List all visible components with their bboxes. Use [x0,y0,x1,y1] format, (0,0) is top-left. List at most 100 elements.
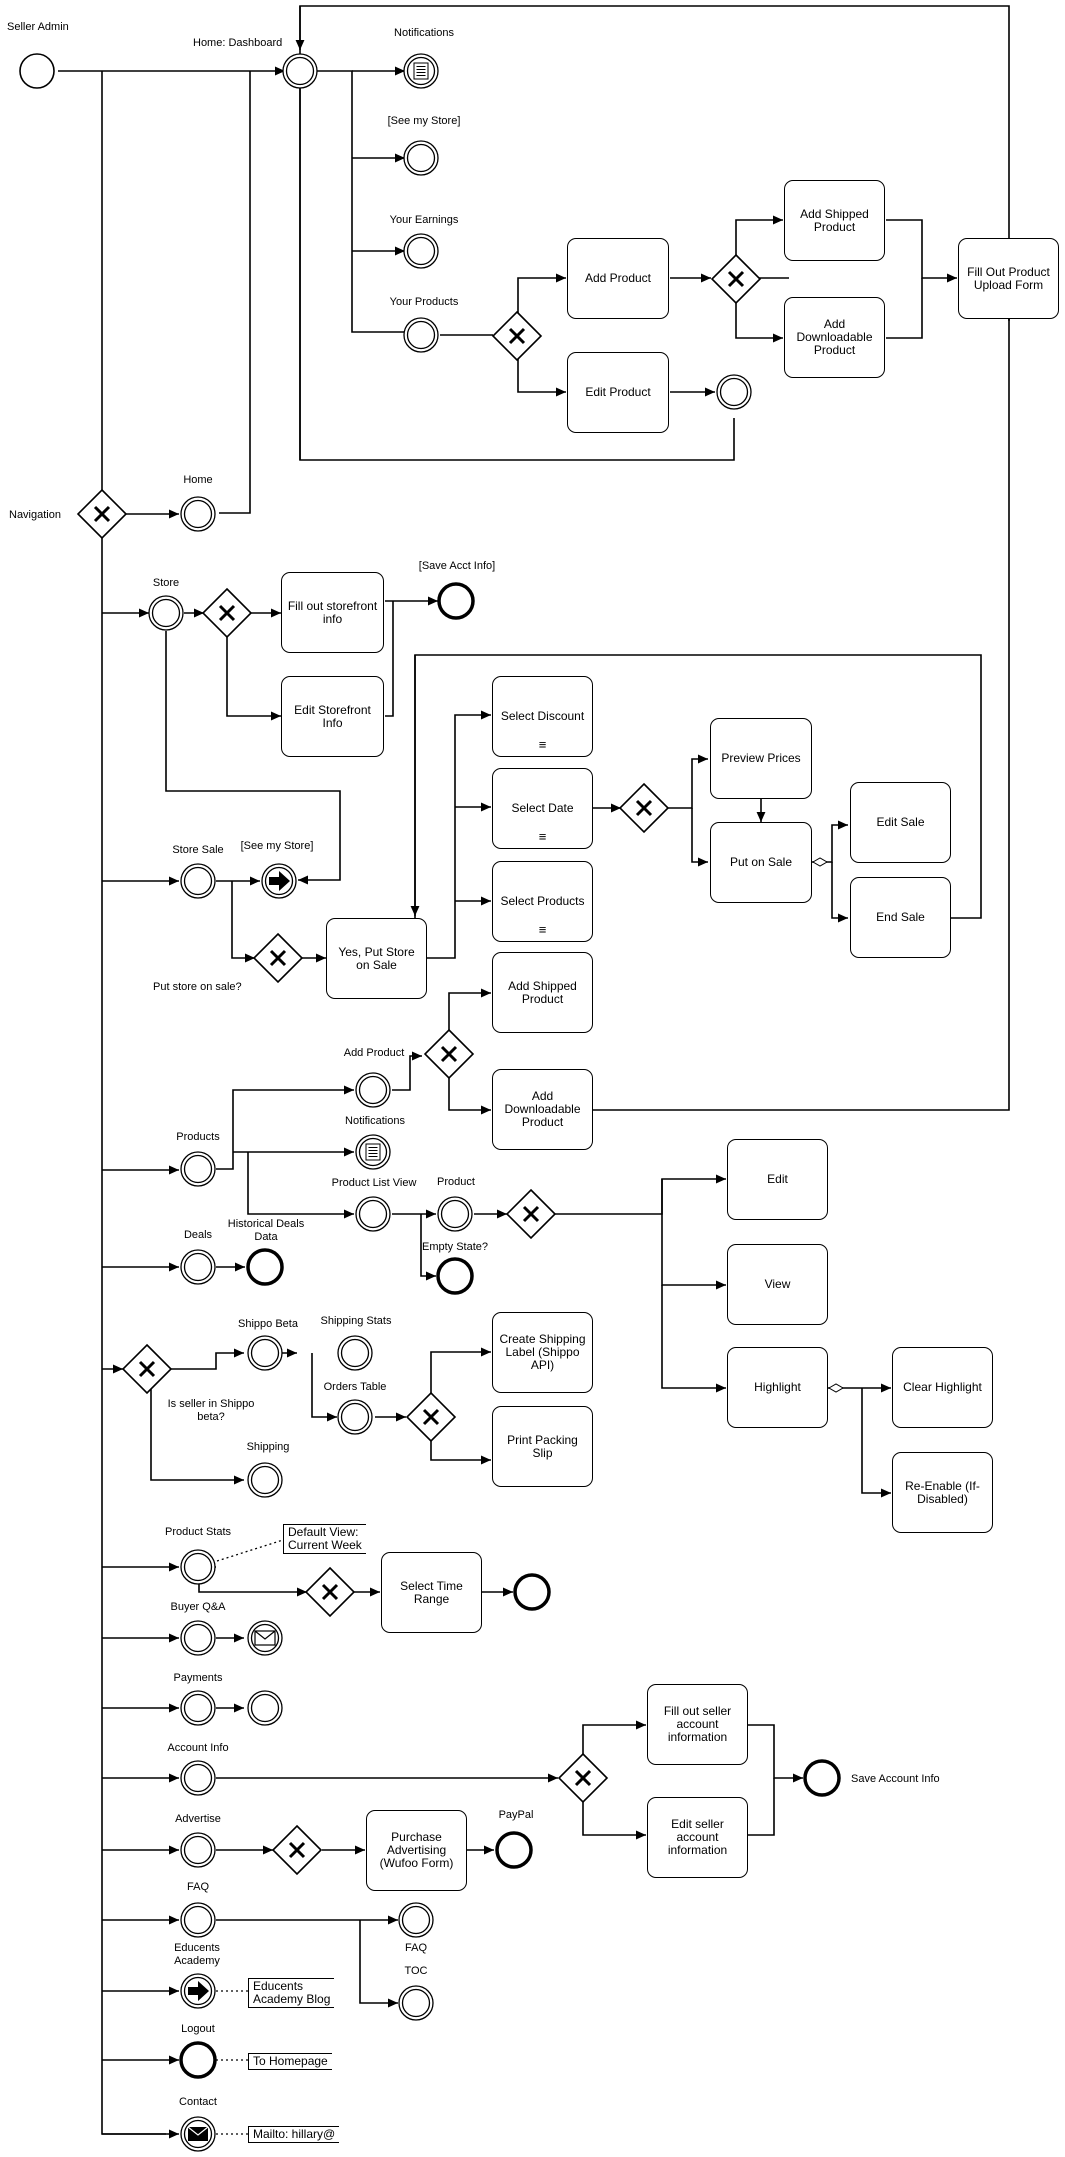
see-my-store-mid-label: [See my Store] [240,840,314,852]
select-products-task[interactable]: Select Products≡ [492,861,593,942]
add-product-event-label: Add Product [343,1047,405,1059]
shipping-label: Shipping [246,1441,290,1453]
contact-label: Contact [179,2096,217,2108]
shipping-event [247,1462,283,1498]
print-packing-slip-task[interactable]: Print Packing Slip [492,1406,593,1487]
add-product-gateway [710,253,762,305]
account-info-event [180,1760,216,1796]
select-date-text: Select Date [511,801,574,815]
default-view-annotation: Default View: Current Week [283,1524,366,1554]
edit-sale-task[interactable]: Edit Sale [850,782,951,863]
empty-state-end-event [436,1257,474,1295]
create-shipping-label-task[interactable]: Create Shipping Label (Shippo API) [492,1312,593,1393]
products-label: Products [176,1131,220,1143]
edit-task[interactable]: Edit [727,1139,828,1220]
home-dashboard-event [282,53,318,89]
purchase-advertising-task[interactable]: Purchase Advertising (Wufoo Form) [366,1810,467,1891]
add-product-event [355,1072,391,1108]
paypal-end-event [495,1831,533,1869]
highlight-task[interactable]: Highlight [727,1347,828,1428]
preview-prices-task[interactable]: Preview Prices [710,718,812,799]
faq-end-label: FAQ [404,1942,428,1954]
payments-event [180,1690,216,1726]
put-store-on-sale-label: Put store on sale? [153,981,242,993]
orders-gateway [405,1391,457,1443]
home-event [180,496,216,532]
account-info-gateway [557,1752,609,1804]
home-dashboard-label: Home: Dashboard [193,37,283,49]
your-earnings-event [403,233,439,269]
select-discount-text: Select Discount [500,709,585,723]
fill-storefront-task[interactable]: Fill out storefront info [281,572,384,653]
start-events [19,53,55,89]
link-arrow-icon [188,1981,209,2001]
fill-out-upload-form-task[interactable]: Fill Out Product Upload Form [958,238,1059,319]
put-on-sale-gateway [252,932,304,984]
edit-product-task[interactable]: Edit Product [567,352,669,433]
faq-label: FAQ [186,1881,210,1893]
account-info-label: Account Info [167,1742,229,1754]
educents-blog-annotation[interactable]: Educents Academy Blog [248,1978,335,2008]
see-my-store-top-event [403,140,439,176]
toc-label: TOC [404,1965,428,1977]
end-sale-task[interactable]: End Sale [850,877,951,958]
product-list-view-event [355,1196,391,1232]
intermediate-events [148,53,752,2152]
product-event [437,1196,473,1232]
envelope-icon [254,1630,276,1646]
historical-deals-label-2: Data [254,1231,278,1243]
add-shipped-product-top-task[interactable]: Add Shipped Product [784,180,885,261]
educents-label-1: Educents [174,1942,220,1954]
edit-seller-account-task[interactable]: Edit seller account information [647,1797,748,1878]
is-seller-label-2: beta? [197,1411,225,1423]
view-task[interactable]: View [727,1244,828,1325]
multi-instance-marker-icon: ≡ [538,737,547,752]
sequence-flows [58,5,1014,2139]
your-earnings-label: Your Earnings [389,214,459,226]
associations [216,1539,284,2135]
edit-storefront-task[interactable]: Edit Storefront Info [281,676,384,757]
payments-label: Payments [173,1672,223,1684]
seller-admin-label: Seller Admin [7,21,69,33]
mailto-annotation[interactable]: Mailto: hillary@ [248,2126,340,2143]
advertise-label: Advertise [175,1813,221,1825]
buyer-qa-label: Buyer Q&A [170,1601,226,1613]
paypal-label: PayPal [498,1809,534,1821]
add-downloadable-product-top-task[interactable]: Add Downloadable Product [784,297,885,378]
put-on-sale-task[interactable]: Put on Sale [710,822,812,903]
re-enable-task[interactable]: Re-Enable (If-Disabled) [892,1452,993,1533]
shippo-gateway [121,1343,173,1395]
shipping-stats-event [337,1335,373,1371]
toc-event [398,1985,434,2021]
store-sale-label: Store Sale [172,844,224,856]
payments-next-event [247,1690,283,1726]
store-event [148,595,184,631]
shippo-beta-event [247,1335,283,1371]
select-date-task[interactable]: Select Date≡ [492,768,593,849]
add-shipped-product-mid-task[interactable]: Add Shipped Product [492,952,593,1033]
orders-table-label: Orders Table [323,1381,387,1393]
empty-state-label: Empty State? [421,1241,489,1253]
add-product-task[interactable]: Add Product [567,238,669,319]
select-discount-task[interactable]: Select Discount ≡ [492,676,593,757]
orders-table-event [337,1399,373,1435]
notification-list-icon [413,62,429,80]
shippo-beta-label: Shippo Beta [238,1318,298,1330]
select-time-range-task[interactable]: Select Time Range [381,1552,482,1633]
product-stats-gateway [304,1566,356,1618]
fill-seller-account-task[interactable]: Fill out seller account information [647,1684,748,1765]
see-my-store-top-label: [See my Store] [387,115,461,127]
add-downloadable-product-mid-task[interactable]: Add Downloadable Product [492,1069,593,1150]
clear-highlight-task[interactable]: Clear Highlight [892,1347,993,1428]
notifications-mid-label: Notifications [345,1115,405,1127]
link-arrow-icon [269,871,290,891]
store-sale-event [180,863,216,899]
yes-put-store-on-sale-task[interactable]: Yes, Put Store on Sale [326,918,427,999]
select-products-text: Select Products [500,894,585,908]
to-homepage-annotation[interactable]: To Homepage [248,2053,332,2070]
products-event [180,1151,216,1187]
store-gateway [201,587,253,639]
educents-label-2: Academy [174,1955,220,1967]
product-list-view-label: Product List View [331,1177,417,1189]
